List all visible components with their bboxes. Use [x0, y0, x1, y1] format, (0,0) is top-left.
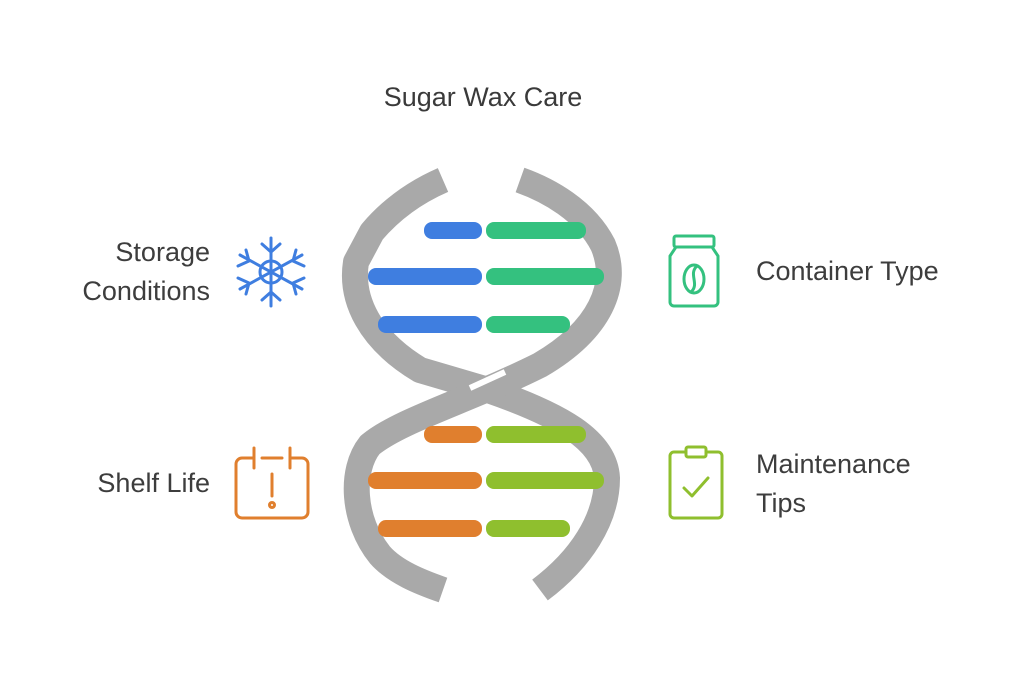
rung-lime-2 [486, 472, 604, 489]
rung-blue-2 [368, 268, 482, 285]
rung-lime-1 [486, 426, 586, 443]
snowflake-icon [236, 236, 306, 308]
rung-green-3 [486, 316, 570, 333]
rung-orange-1 [424, 426, 482, 443]
coffee-jar-icon [668, 234, 720, 308]
clipboard-check-icon [668, 445, 724, 520]
maintenance-tips-label: Maintenance Tips [756, 449, 911, 518]
storage-conditions-label: Storage Conditions [82, 237, 210, 306]
rung-blue-3 [378, 316, 482, 333]
diagram-title: Sugar Wax Care [383, 82, 583, 112]
rung-orange-3 [378, 520, 482, 537]
rung-orange-2 [368, 472, 482, 489]
rung-green-2 [486, 268, 604, 285]
shelf-life-label: Shelf Life [97, 468, 210, 498]
helix-strand-back-lower [483, 377, 621, 601]
rung-green-1 [486, 222, 586, 239]
rung-blue-1 [424, 222, 482, 239]
calendar-alert-icon [234, 446, 310, 520]
helix-strand-back [342, 168, 492, 403]
container-type-label: Container Type [756, 256, 939, 286]
rung-lime-3 [486, 520, 570, 537]
helix-strand-front [343, 167, 622, 603]
